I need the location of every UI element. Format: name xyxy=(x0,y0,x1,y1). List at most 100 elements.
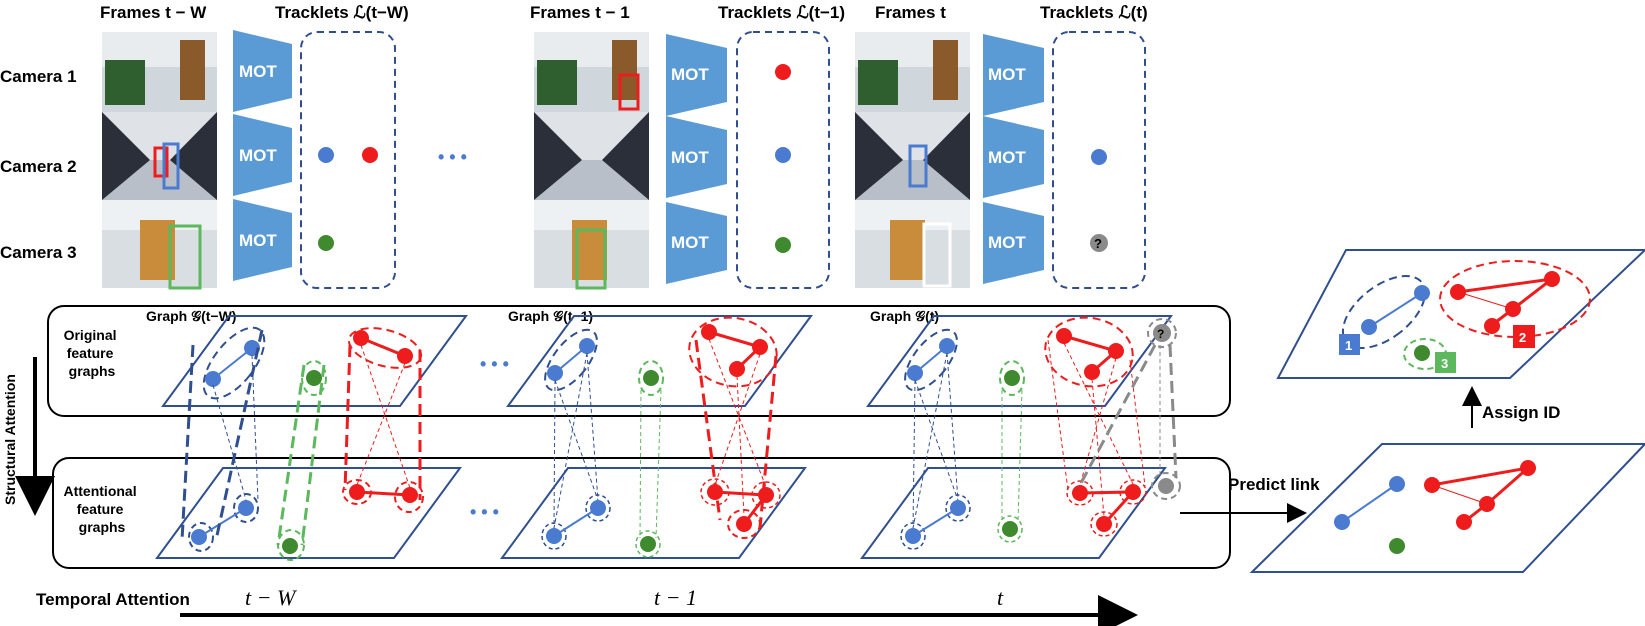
id-badge-label: 1 xyxy=(1345,338,1352,353)
node-red xyxy=(1479,496,1495,512)
node-unknown xyxy=(1153,324,1171,342)
mot-label: MOT xyxy=(671,65,709,84)
node-green xyxy=(640,536,656,552)
node-red xyxy=(402,487,418,503)
node-blue xyxy=(1389,476,1405,492)
assign-id-label: Assign ID xyxy=(1482,403,1560,422)
node-green xyxy=(643,370,659,386)
structural-attention-label: Structural Attention xyxy=(2,374,18,505)
time-label-t: t xyxy=(997,585,1004,610)
mot-column-t1: MOT MOT MOT xyxy=(666,34,727,284)
node-blue xyxy=(238,500,254,516)
frames-column-t1 xyxy=(534,32,649,290)
mot-block-cam3-t xyxy=(983,202,1044,284)
node-red xyxy=(1096,516,1112,532)
node-green xyxy=(1002,521,1018,537)
mot-block-cam1-t1 xyxy=(666,34,727,116)
tracklet-dot-red xyxy=(775,64,791,80)
node-blue xyxy=(205,371,221,387)
ellipsis-top: • • • xyxy=(438,147,467,167)
id-badge-label: 3 xyxy=(1441,356,1448,371)
frames-column-tw xyxy=(102,32,217,290)
node-green xyxy=(306,370,322,386)
mot-label: MOT xyxy=(988,233,1026,252)
node-red xyxy=(1424,477,1440,493)
node-red xyxy=(1450,284,1466,300)
node-red xyxy=(1456,514,1472,530)
node-blue xyxy=(1414,285,1430,301)
tracklet-dot-blue xyxy=(1091,149,1107,165)
tracklet-dot-red xyxy=(362,147,378,163)
node-green xyxy=(1414,345,1430,361)
node-red xyxy=(1520,460,1536,476)
ellipsis-upper-graphs: • • • xyxy=(480,354,509,374)
result-plane-assigned xyxy=(1276,249,1645,379)
graph-plane-original-t1 xyxy=(506,315,813,407)
header-tracklets-t1: Tracklets ℒ(t−1) xyxy=(718,3,845,22)
node-green xyxy=(1004,370,1020,386)
camera-label-2: Camera 2 xyxy=(0,157,77,176)
node-green xyxy=(1389,538,1405,554)
tracklet-dot-blue xyxy=(318,147,334,163)
mot-block-cam3-tw xyxy=(233,199,292,281)
header-tracklets-t: Tracklets ℒ(t) xyxy=(1040,3,1148,22)
node-blue xyxy=(191,529,207,545)
time-label-tw: t − W xyxy=(245,585,297,610)
frames-column-t xyxy=(855,32,970,288)
mot-label: MOT xyxy=(239,62,277,81)
node-red xyxy=(1544,271,1560,287)
node-blue xyxy=(579,338,595,354)
tracklets-box-tw xyxy=(300,31,396,289)
node-red xyxy=(1505,301,1521,317)
node-red xyxy=(1056,328,1072,344)
graph-group-tw xyxy=(180,326,424,561)
node-red xyxy=(1484,318,1500,334)
graph-group-t1 xyxy=(541,316,781,558)
node-green xyxy=(282,538,298,554)
graph-title-tw: Graph 𝒢(t−W) xyxy=(146,308,236,324)
node-blue xyxy=(546,528,562,544)
header-frames-tw: Frames t − W xyxy=(100,3,207,22)
mot-block-cam2-t1 xyxy=(666,116,727,198)
mot-block-cam3-t1 xyxy=(666,202,727,284)
mot-block-cam2-t xyxy=(983,116,1044,198)
time-label-t1: t − 1 xyxy=(654,585,697,610)
graph-plane-original-tw xyxy=(161,315,468,407)
mot-block-cam1-t xyxy=(983,34,1044,116)
camera-label-1: Camera 1 xyxy=(0,67,77,86)
camera-label-3: Camera 3 xyxy=(0,243,77,262)
node-blue xyxy=(905,528,921,544)
node-red xyxy=(397,348,413,364)
result-plane-predicted xyxy=(1249,443,1645,573)
header-frames-t1: Frames t − 1 xyxy=(530,3,630,22)
node-blue xyxy=(547,365,563,381)
node-blue xyxy=(590,500,606,516)
mot-label: MOT xyxy=(239,231,277,250)
original-label: Original feature graphs xyxy=(64,327,121,379)
id-badge-2 xyxy=(1513,325,1535,348)
node-red xyxy=(349,484,365,500)
tracklet-dot-blue xyxy=(775,147,791,163)
graph-plane-attentional-t xyxy=(860,467,1167,559)
mot-label: MOT xyxy=(988,148,1026,167)
mot-column-tw: MOT MOT MOT xyxy=(233,30,292,281)
header-tracklets-tw: Tracklets ℒ(t−W) xyxy=(275,3,409,22)
attentional-label: Attentional feature graphs xyxy=(64,483,141,535)
node-blue xyxy=(950,500,966,516)
mot-label: MOT xyxy=(988,65,1026,84)
mot-column-t: MOT MOT MOT xyxy=(983,34,1044,284)
node-red xyxy=(1084,364,1100,380)
mot-label: MOT xyxy=(239,146,277,165)
node-red xyxy=(729,361,745,377)
unknown-marker: ? xyxy=(1094,236,1102,251)
node-blue xyxy=(1334,514,1350,530)
predict-link-label: Predict link xyxy=(1228,475,1320,494)
node-red xyxy=(701,324,717,340)
node-red xyxy=(758,487,774,503)
node-red xyxy=(752,339,768,355)
node-red xyxy=(736,516,752,532)
graph-group-t: ? xyxy=(900,316,1181,550)
tracklets-box-t xyxy=(1052,31,1146,289)
original-feature-graphs-container xyxy=(47,305,1231,417)
